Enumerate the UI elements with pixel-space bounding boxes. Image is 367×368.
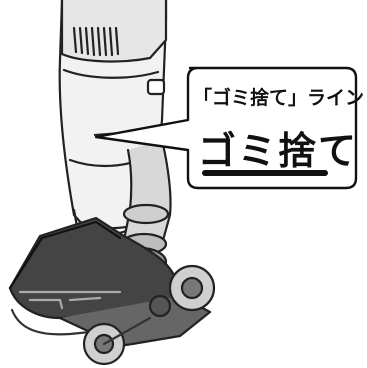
vacuum-handle [60,0,168,63]
dust-line-bar [202,170,328,176]
callout-bubble [94,66,358,190]
callout-label: ゴミ捨て [198,129,359,173]
vacuum-neck [122,138,172,248]
vent-grille-icon [72,26,120,57]
callout-title: 「ゴミ捨て」ライン [193,87,365,109]
